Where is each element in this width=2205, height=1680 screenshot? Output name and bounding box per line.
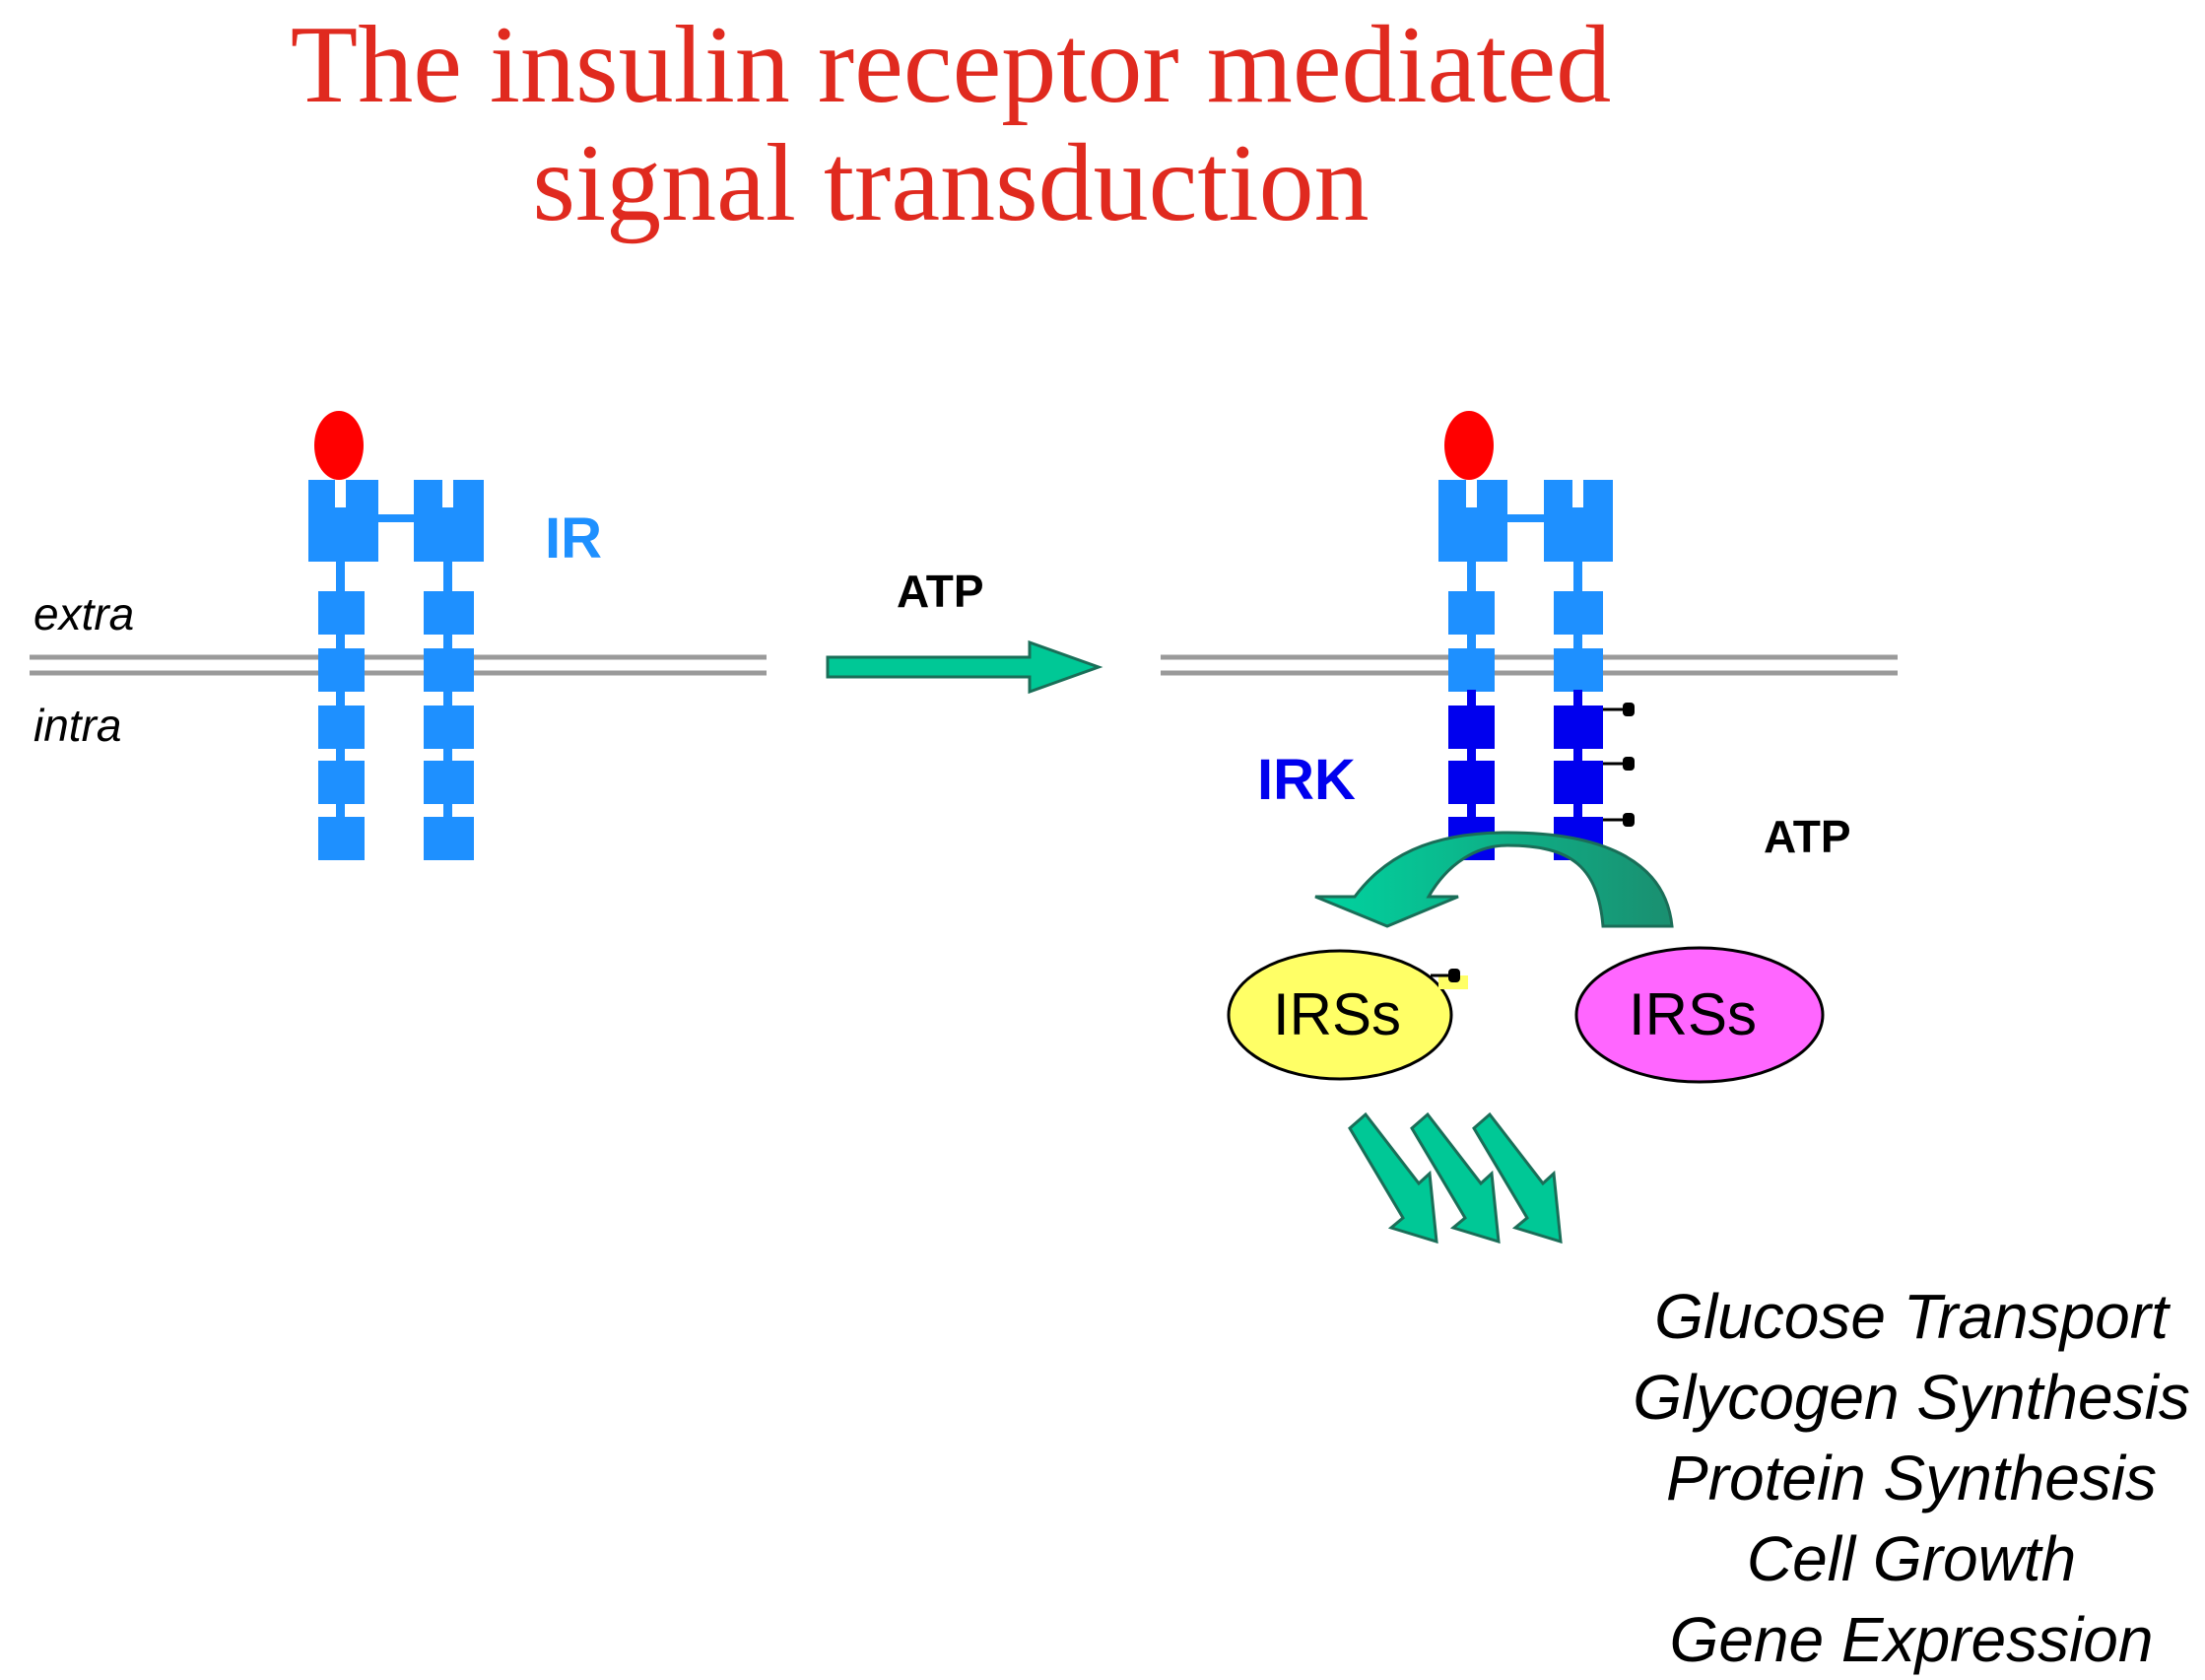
insulin-left (314, 411, 364, 480)
outcome-item: Glucose Transport (1654, 1281, 2169, 1352)
insulin-receptor-left (308, 480, 484, 860)
ir-label: IR (545, 506, 602, 571)
outcome-list: Glucose Transport Glycogen Synthesis Pro… (1576, 1276, 2205, 1680)
membrane-right (1161, 654, 1898, 676)
irs-phosphorylated (1227, 949, 1453, 1081)
outcome-item: Gene Expression (1669, 1604, 2154, 1675)
irk-label: IRK (1257, 748, 1356, 812)
atp-label-main: ATP (897, 566, 984, 617)
title-line-2: signal transduction (532, 122, 1370, 244)
outcome-item: Glycogen Synthesis (1633, 1362, 2190, 1433)
irs-label-unphosphorylated: IRSs (1629, 981, 1758, 1047)
outcome-item: Cell Growth (1746, 1523, 2077, 1594)
extra-label: extra (33, 588, 135, 639)
irs-unphosphorylated (1574, 946, 1825, 1084)
phosphorylation-arrow (1314, 831, 1674, 928)
phosphate-group (1603, 703, 1635, 827)
activation-arrow (826, 639, 1103, 695)
insulin-receptor-right (1438, 480, 1613, 860)
phosphate-group-irs (1431, 969, 1468, 989)
irs-label-phosphorylated: IRSs (1273, 981, 1402, 1047)
atp-label-phosphorylation: ATP (1764, 811, 1851, 862)
outcome-item: Protein Synthesis (1665, 1443, 2158, 1513)
insulin-right (1444, 411, 1494, 480)
intra-label: intra (33, 700, 122, 751)
downstream-arrows (1348, 1111, 1563, 1244)
membrane-left (30, 654, 767, 676)
title-line-1: The insulin receptor mediated (290, 4, 1612, 126)
